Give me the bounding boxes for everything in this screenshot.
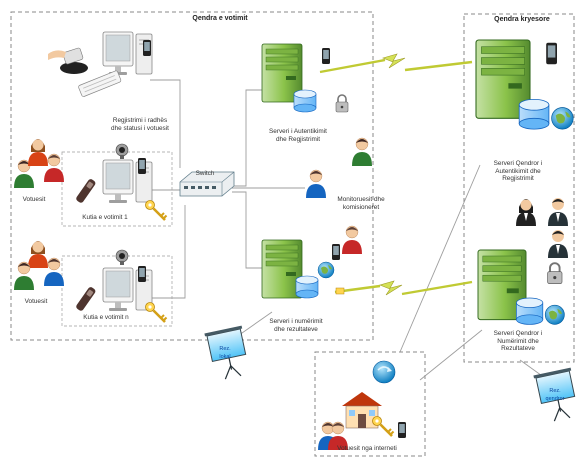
globe-icon [544,304,566,325]
person-icon [341,225,363,255]
auth-server-label: Serveri i Autentikimit dhe Regjistrimit [269,128,327,143]
wan-link-bottom [334,280,473,296]
voters-top-label: Votuesit [22,196,46,203]
registration-label: Regjistrimi i radhës dhe statusi i votue… [111,117,169,132]
auth-server [261,43,349,113]
count-server [261,239,345,299]
voting-center-title: Qendra e votimit [192,15,248,22]
phone-icon [322,48,330,64]
central-count-server [477,249,566,325]
keyboard-icon [78,70,122,97]
phone-icon [138,158,146,174]
database-icon [293,89,317,113]
lock-icon [335,94,349,113]
voting-center-zone [10,11,374,341]
central-auth-server [475,39,574,130]
central-zone [463,13,575,363]
key-icon [144,301,168,324]
fingerprint-reader-icon [75,178,97,204]
internet-voters-zone [314,351,426,457]
key-icon [144,199,168,222]
central-count-server-label: Serveri Qendror i Numërimit dhe Rezultat… [493,330,543,353]
globe-icon [372,360,396,384]
person-icon [516,199,536,226]
monitors-label: Monitoruesit dhe komisioneret [337,196,385,211]
local-results-screen-text: Rez. lokal [219,346,231,360]
internet-voters-label: Votuesit nga interneti [337,445,397,452]
central-title: Qendra kryesore [494,16,550,23]
globe-icon [550,106,574,130]
person-icon [548,230,568,258]
voters-group-bottom [13,241,65,291]
booth-n-label: Kutia e votimit n [83,314,129,321]
webcam-icon [115,143,129,160]
database-icon [516,297,544,325]
network-links [150,79,546,381]
database-icon [518,98,550,130]
lock-icon [335,287,345,295]
phone-icon [398,422,406,438]
voters-bottom-label: Votuesit [24,298,48,305]
central-officials [516,198,568,258]
person-icon [28,241,48,268]
booth-n [75,249,168,324]
lightning-icon [382,53,406,69]
booth-1-label: Kutia e votimit 1 [82,214,128,221]
central-results-screen-text: Rez. qendror [545,388,565,402]
wan-link-top [319,53,473,74]
person-icon [305,169,327,199]
database-icon [295,275,319,299]
person-icon [43,153,65,183]
card-reader-icon [48,47,88,74]
lock-icon [546,262,563,285]
lightning-icon [379,280,403,296]
phone-icon [546,42,557,65]
fingerprint-reader-icon [75,286,97,312]
voters-group-top [13,139,65,189]
person-icon [351,137,373,167]
webcam-icon [115,249,129,266]
person-icon [28,139,48,166]
booth-1 [75,143,168,222]
switch-icon [179,171,235,197]
phone-icon [143,40,151,56]
switch-label: Switch [195,170,215,177]
phone-icon [332,244,340,260]
registration-station [48,31,153,97]
person-icon [548,198,568,226]
phone-icon [138,266,146,282]
globe-icon [317,261,335,279]
central-auth-server-label: Serveri Qendror i Autentikimit dhe Regji… [493,160,543,183]
house-icon [342,392,382,429]
internet-voters [317,360,406,451]
count-server-label: Serveri i numërimit dhe rezultateve [269,318,323,333]
